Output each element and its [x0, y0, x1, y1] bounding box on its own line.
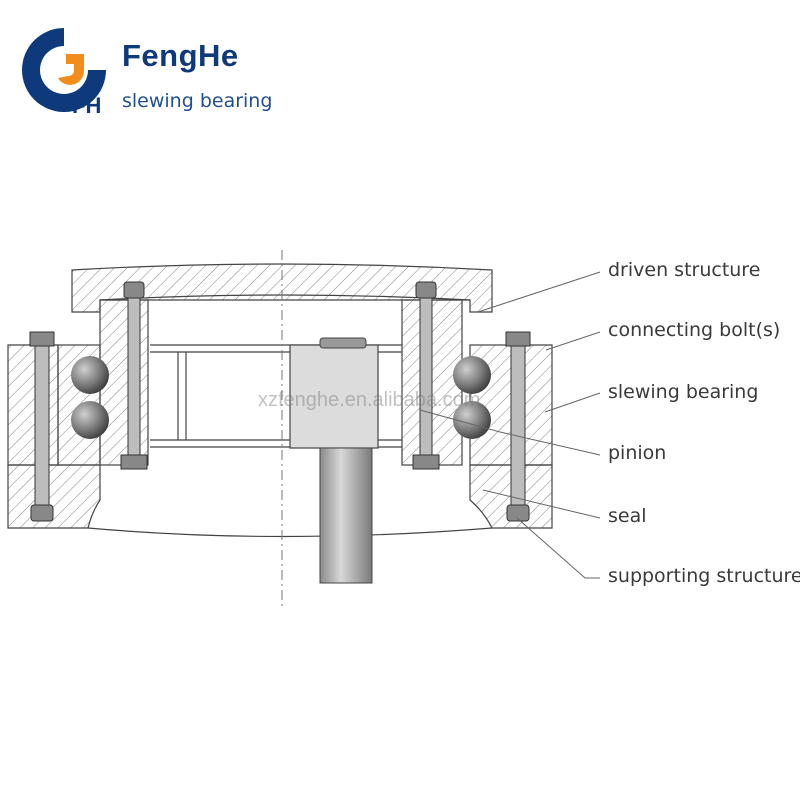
bearing-ball: [453, 401, 491, 439]
leader-lines: [419, 271, 601, 579]
bearing-ball: [71, 356, 109, 394]
connecting-bolts: [29, 281, 531, 522]
brand-tagline: slewing bearing: [122, 90, 273, 112]
label-pinion: pinion: [608, 442, 667, 464]
bearing-ball: [453, 356, 491, 394]
label-seal: seal: [608, 505, 647, 527]
watermark-text: xzfenghe.en.alibaba.com: [258, 389, 481, 411]
fenghe-logo-icon: FH: [22, 28, 106, 118]
pinion: [289, 344, 379, 449]
bearing-ball: [71, 401, 109, 439]
logo-monogram: FH: [72, 93, 101, 118]
label-driven-structure: driven structure: [608, 259, 761, 281]
label-supporting-structure: supporting structure: [608, 565, 800, 587]
label-connecting-bolts: connecting bolt(s): [608, 319, 781, 341]
label-slewing-bearing: slewing bearing: [608, 381, 759, 403]
drive-shaft: [319, 447, 373, 584]
brand-name: FengHe: [122, 38, 239, 73]
